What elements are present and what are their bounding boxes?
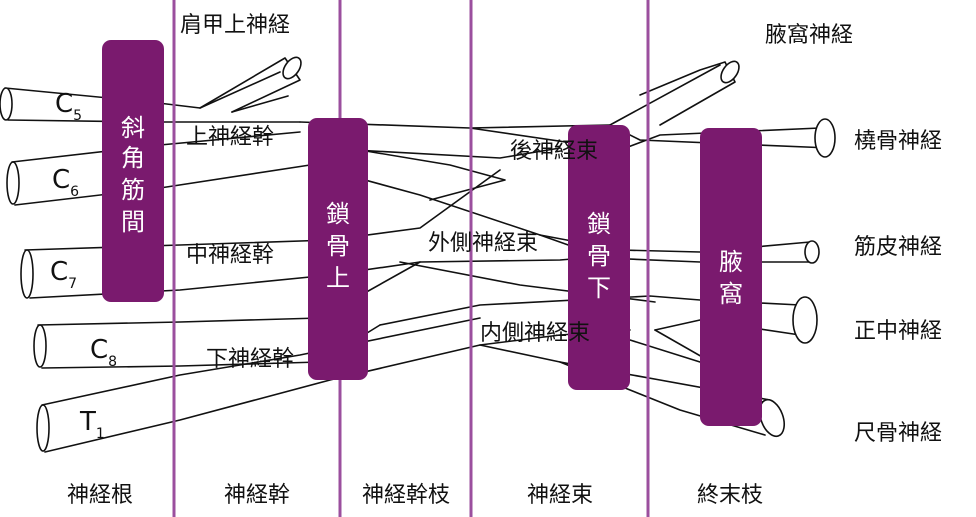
axillary-branch: [609, 64, 721, 126]
infraclavicular-char-2: 骨: [587, 242, 611, 270]
posterior-cord-label: 後神経束: [510, 139, 598, 164]
root-c7-end: [20, 249, 34, 299]
musculocutaneous-nerve-label: 筋皮神経: [854, 235, 942, 260]
scalene-char-4: 間: [121, 208, 145, 236]
scalene-char-1: 斜: [121, 114, 145, 142]
side-nerve-labels: 肩甲上神経 腋窩神経: [180, 13, 853, 48]
upper-trunk-label: 上神経幹: [186, 125, 274, 150]
radial-nerve-label: 橈骨神経: [854, 129, 942, 154]
box-labels: 斜 角 筋 間 鎖 骨 上 鎖 骨 下 腋 窩: [121, 114, 743, 308]
root-end-caps: [0, 87, 50, 452]
root-c8-end: [33, 324, 47, 368]
root-labels: C5 C6 C7 C8 T1: [50, 89, 117, 442]
ulnar-end: [758, 398, 786, 438]
median-end: [792, 296, 818, 344]
scalene-box: [102, 40, 164, 302]
root-t1-end: [36, 404, 50, 452]
root-c6-label: C6: [52, 165, 79, 200]
region-trunk-label: 神経幹: [224, 483, 290, 508]
scalene-char-3: 筋: [121, 176, 145, 204]
ulnar-nerve-label: 尺骨神経: [854, 421, 942, 446]
terminal-nerve-labels: 橈骨神経 筋皮神経 正中神経 尺骨神経: [854, 129, 942, 446]
region-division-label: 神経幹枝: [362, 483, 450, 508]
suprascapular-nerve-label: 肩甲上神経: [180, 13, 290, 38]
axilla-box: [700, 128, 762, 426]
root-c6-end: [6, 161, 20, 205]
root-c8-label: C8: [90, 335, 117, 370]
median-nerve-label: 正中神経: [854, 319, 942, 344]
supraclavicular-char-2: 骨: [326, 232, 350, 260]
infraclavicular-box: [568, 125, 630, 390]
posterior-cord-fibers: [354, 61, 736, 201]
axilla-char-1: 腋: [719, 248, 743, 276]
axillary-nerve-label: 腋窩神経: [765, 23, 853, 48]
radial-end: [814, 118, 836, 158]
root-c5-end: [0, 87, 13, 121]
region-labels: 神経根 神経幹 神経幹枝 神経束 終末枝: [67, 483, 763, 508]
terminal-end-caps: [282, 56, 836, 438]
infraclavicular-char-3: 下: [587, 274, 611, 302]
infraclavicular-char-1: 鎖: [587, 210, 611, 238]
axillary-end: [720, 60, 740, 84]
lateral-cord-label: 外側神経束: [428, 231, 538, 256]
lower-trunk-label: 下神経幹: [206, 347, 294, 372]
root-c7-label: C7: [50, 257, 77, 292]
supraclavicular-box: [308, 118, 368, 380]
root-c5-label: C5: [55, 89, 82, 124]
region-root-label: 神経根: [67, 483, 133, 508]
region-boxes: [102, 40, 762, 426]
middle-trunk-label: 中神経幹: [186, 243, 274, 268]
medial-cord-label: 内側神経束: [480, 321, 590, 346]
musculocutaneous-end: [804, 240, 820, 264]
suprascapular-end: [282, 56, 302, 80]
upper-trunk-fibers: [299, 121, 831, 259]
inner-labels: 上神経幹 中神経幹 下神経幹 後神経束 外側神経束 内側神経束: [186, 125, 598, 372]
region-cord-label: 神経束: [527, 483, 593, 508]
region-terminal-label: 終末枝: [697, 483, 763, 508]
supraclavicular-char-3: 上: [326, 264, 350, 292]
axilla-char-2: 窩: [719, 280, 743, 308]
root-t1-label: T1: [79, 407, 105, 442]
scalene-char-2: 角: [121, 144, 145, 172]
supraclavicular-char-1: 鎖: [326, 200, 350, 228]
